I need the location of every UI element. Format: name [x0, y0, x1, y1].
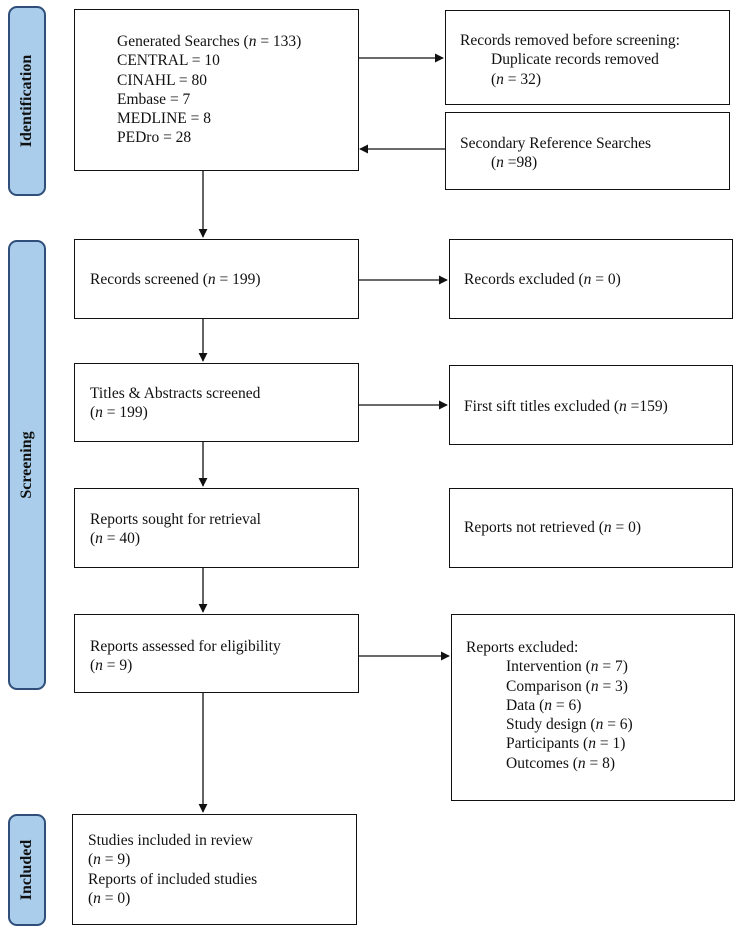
reports-sought-label: Reports sought for retrieval — [90, 511, 261, 528]
first-sift-text: First sift titles excluded (n =159) — [464, 398, 668, 415]
exclusion-reason: Participants (n = 1) — [506, 735, 626, 753]
secondary-searches-box: Secondary Reference Searches (n =98) — [445, 112, 730, 190]
duplicate-records-label: Duplicate records removed — [491, 51, 659, 69]
duplicate-records-count: (n = 32) — [491, 70, 542, 88]
reports-not-retrieved-text: Reports not retrieved (n = 0) — [464, 519, 642, 536]
records-screened-text: Records screened (n = 199) — [90, 271, 261, 288]
search-source: CINAHL = 80 — [117, 71, 207, 89]
search-source: Embase = 7 — [117, 90, 191, 108]
exclusion-reason: Study design (n = 6) — [506, 716, 633, 734]
secondary-searches-count: (n =98) — [491, 154, 538, 172]
search-source: MEDLINE = 8 — [117, 110, 211, 128]
records-excluded-text: Records excluded (n = 0) — [464, 271, 621, 288]
records-removed-title: Records removed before screening: — [460, 32, 680, 49]
first-sift-box: First sift titles excluded (n =159) — [449, 365, 733, 445]
records-screened-box: Records screened (n = 199) — [74, 239, 359, 319]
phase-screening: Screening — [8, 240, 46, 690]
titles-abstracts-box: Titles & Abstracts screened (n = 199) — [74, 363, 359, 442]
phase-identification: Identification — [8, 6, 46, 196]
exclusion-reason: Outcomes (n = 8) — [506, 754, 616, 772]
records-removed-box: Records removed before screening: Duplic… — [445, 10, 730, 105]
exclusion-reason: Data (n = 6) — [506, 696, 582, 714]
studies-included-count: (n = 9) — [88, 851, 131, 869]
reports-sought-box: Reports sought for retrieval (n = 40) — [74, 488, 359, 568]
reports-assessed-label: Reports assessed for eligibility — [90, 638, 281, 655]
reports-included-count: (n = 0) — [88, 889, 131, 907]
reports-assessed-count: (n = 9) — [90, 657, 133, 675]
search-source: CENTRAL = 10 — [117, 52, 220, 70]
studies-included-label: Studies included in review — [88, 832, 253, 849]
generated-searches-box: Generated Searches (n = 133) CENTRAL = 1… — [74, 9, 359, 171]
titles-abstracts-count: (n = 199) — [90, 404, 148, 422]
reports-not-retrieved-box: Reports not retrieved (n = 0) — [449, 488, 733, 568]
search-source: PEDro = 28 — [117, 129, 192, 147]
phase-included: Included — [8, 814, 46, 926]
exclusion-reason: Intervention (n = 7) — [506, 658, 628, 676]
reports-assessed-box: Reports assessed for eligibility (n = 9) — [74, 614, 359, 693]
reports-sought-count: (n = 40) — [90, 530, 141, 548]
secondary-searches-title: Secondary Reference Searches — [460, 135, 652, 152]
titles-abstracts-label: Titles & Abstracts screened — [90, 385, 261, 402]
records-excluded-box: Records excluded (n = 0) — [449, 239, 733, 319]
reports-included-label: Reports of included studies — [88, 870, 258, 888]
reports-excluded-box: Reports excluded: Intervention (n = 7) C… — [451, 614, 735, 801]
studies-included-box: Studies included in review (n = 9) Repor… — [72, 814, 357, 925]
reports-excluded-title: Reports excluded: — [466, 639, 579, 656]
exclusion-reason: Comparison (n = 3) — [506, 677, 628, 695]
generated-searches-title: Generated Searches (n = 133) — [117, 33, 302, 50]
